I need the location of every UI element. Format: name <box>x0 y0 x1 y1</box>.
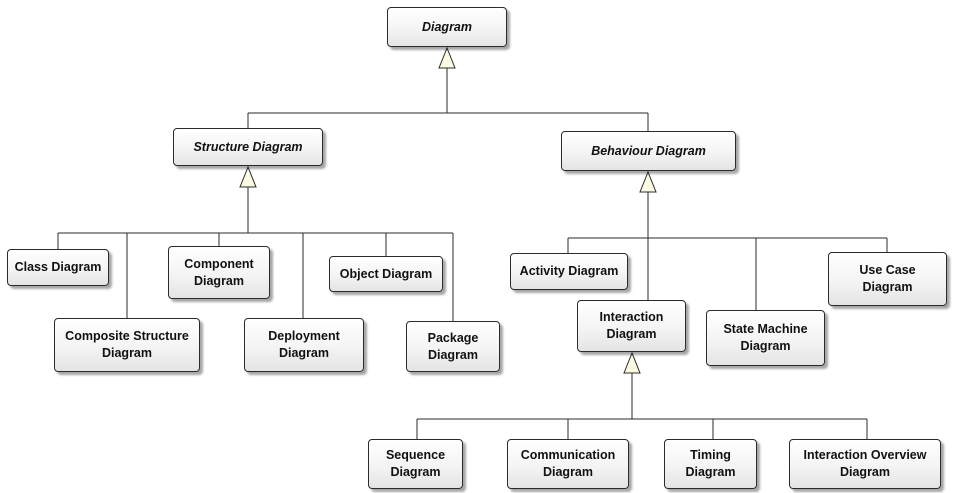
node-interaction-diagram[interactable]: Interaction Diagram <box>577 300 686 352</box>
generalization-arrowhead <box>623 351 641 374</box>
node-class-diagram[interactable]: Class Diagram <box>7 249 109 286</box>
node-structure-diagram[interactable]: Structure Diagram <box>173 128 323 166</box>
generalization-arrowhead <box>239 165 257 188</box>
node-use-case-diagram[interactable]: Use Case Diagram <box>828 252 947 306</box>
node-package-diagram[interactable]: Package Diagram <box>406 321 500 372</box>
node-object-diagram[interactable]: Object Diagram <box>329 256 443 292</box>
node-component-diagram[interactable]: Component Diagram <box>168 246 270 299</box>
generalization-arrowhead <box>438 46 456 69</box>
node-composite-structure-diagram[interactable]: Composite Structure Diagram <box>54 318 200 372</box>
node-state-machine-diagram[interactable]: State Machine Diagram <box>706 310 825 366</box>
generalization-arrowhead <box>639 170 657 193</box>
node-communication-diagram[interactable]: Communication Diagram <box>507 439 629 489</box>
node-activity-diagram[interactable]: Activity Diagram <box>510 253 628 290</box>
node-behaviour-diagram[interactable]: Behaviour Diagram <box>561 131 736 171</box>
node-sequence-diagram[interactable]: Sequence Diagram <box>368 439 463 489</box>
node-interaction-overview-diagram[interactable]: Interaction Overview Diagram <box>789 439 941 489</box>
node-timing-diagram[interactable]: Timing Diagram <box>664 439 757 489</box>
node-diagram[interactable]: Diagram <box>387 7 507 47</box>
node-deployment-diagram[interactable]: Deployment Diagram <box>244 318 364 372</box>
